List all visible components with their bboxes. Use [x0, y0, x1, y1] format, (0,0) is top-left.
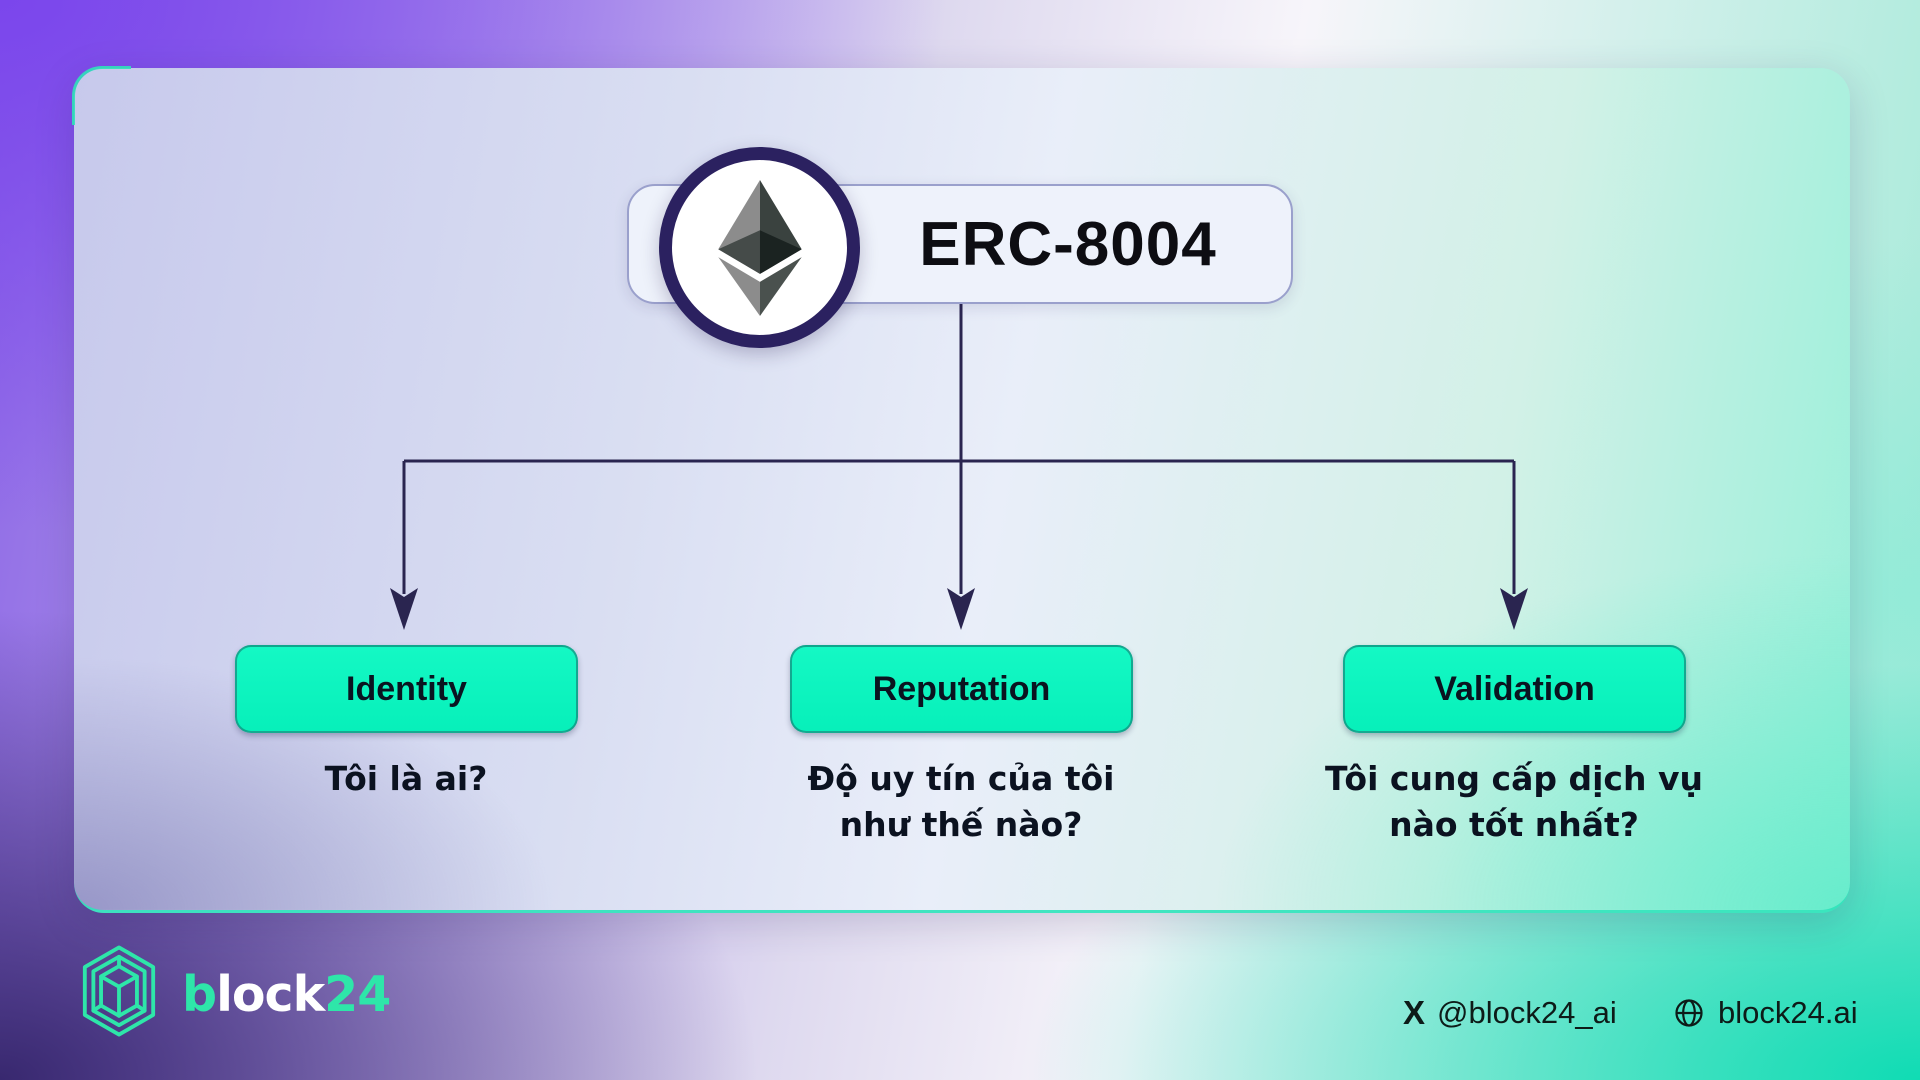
caption-validation: Tôi cung cấp dịch vụ nào tốt nhất? — [1274, 756, 1754, 848]
branch-label-identity: Identity — [346, 669, 467, 708]
branch-box-identity: Identity — [235, 645, 578, 733]
branch-box-validation: Validation — [1343, 645, 1686, 733]
caption-reputation-line1: Độ uy tín của tôi — [807, 759, 1115, 798]
caption-validation-line2: nào tốt nhất? — [1389, 805, 1639, 845]
arrowhead-icon — [1500, 588, 1528, 630]
brand-lockup: block24 — [76, 944, 391, 1038]
website-group: block24.ai — [1674, 993, 1858, 1033]
x-twitter-icon: X — [1403, 994, 1425, 1031]
wordmark-seg-2: lock — [216, 965, 325, 1023]
wordmark-seg-3: 24 — [324, 965, 391, 1023]
ethereum-icon — [717, 179, 802, 316]
arrowhead-icon — [947, 588, 975, 630]
caption-identity-line1: Tôi là ai? — [324, 759, 488, 798]
caption-identity: Tôi là ai? — [166, 756, 646, 802]
caption-validation-line1: Tôi cung cấp dịch vụ — [1325, 759, 1703, 798]
arrowhead-icon — [390, 588, 418, 630]
branch-label-reputation: Reputation — [872, 669, 1051, 708]
branch-label-validation: Validation — [1434, 669, 1595, 708]
ethereum-badge — [659, 147, 860, 348]
block24-hexcube-icon — [82, 945, 156, 1037]
erc-badge-label: ERC-8004 — [919, 209, 1217, 279]
brand-wordmark: block24 — [182, 964, 391, 1019]
x-handle-group: X @block24_ai — [1403, 993, 1617, 1033]
globe-icon — [1675, 999, 1703, 1027]
x-handle-text: @block24_ai — [1437, 995, 1617, 1030]
website-text: block24.ai — [1718, 995, 1858, 1030]
caption-reputation: Độ uy tín của tôi như thế nào? — [721, 756, 1201, 848]
branch-box-reputation: Reputation — [790, 645, 1133, 733]
caption-reputation-line2: như thế nào? — [839, 805, 1083, 845]
wordmark-seg-1: b — [182, 965, 217, 1023]
